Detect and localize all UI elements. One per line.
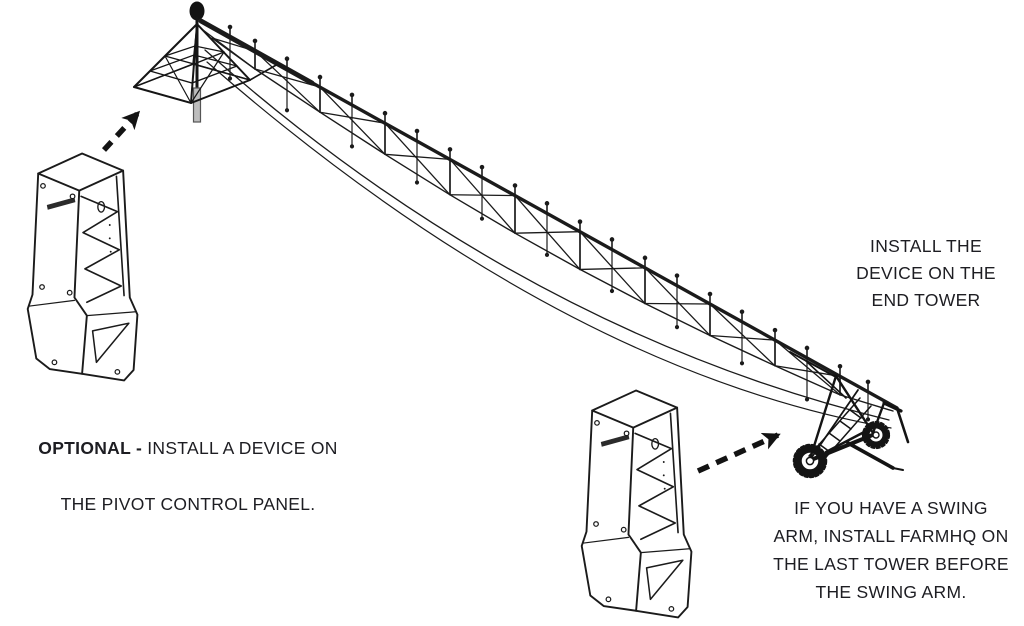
dashed-arrow-icon bbox=[696, 432, 781, 474]
caption-swing-arm: IF YOU HAVE A SWING ARM, INSTALL FARMHQ … bbox=[773, 498, 1009, 602]
wheel-icon bbox=[792, 443, 828, 479]
caption-end-tower: INSTALL THE DEVICE ON THE END TOWER bbox=[856, 236, 996, 310]
dashed-arrow-icon bbox=[101, 110, 141, 152]
caption-bold-lead: OPTIONAL - bbox=[38, 438, 148, 458]
caption-text: INSTALL A DEVICE ON bbox=[147, 438, 338, 458]
irrigation-span-truss-icon bbox=[198, 18, 899, 429]
farmhq-device-enclosure-icon bbox=[26, 152, 139, 382]
farmhq-device-enclosure-icon bbox=[580, 389, 693, 619]
caption-line: THE PIVOT CONTROL PANEL. bbox=[60, 494, 316, 514]
end-tower-wheels-icon bbox=[789, 351, 910, 479]
caption-line: OPTIONAL - INSTALL A DEVICE ON bbox=[8, 434, 368, 462]
pivot-point-tower-icon bbox=[133, 1, 279, 123]
wheel-icon bbox=[861, 420, 891, 450]
caption-pivot-panel: OPTIONAL - INSTALL A DEVICE ON THE PIVOT… bbox=[8, 406, 368, 546]
